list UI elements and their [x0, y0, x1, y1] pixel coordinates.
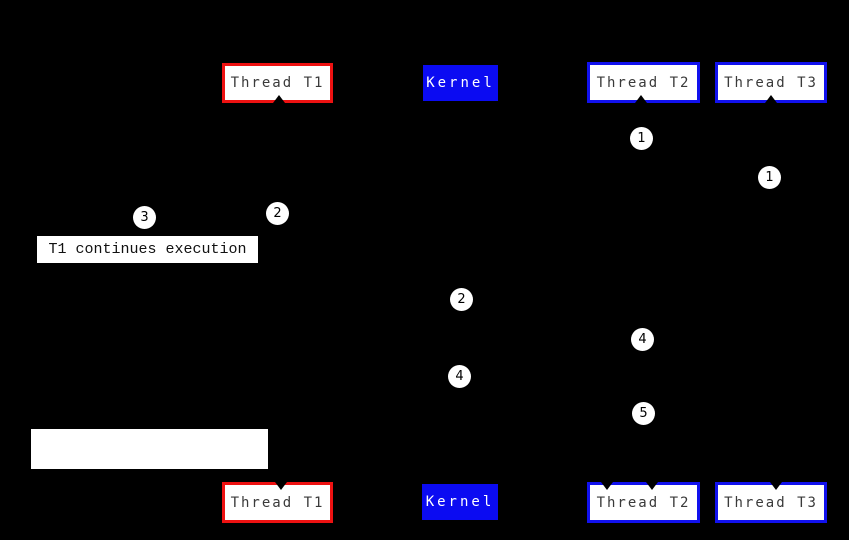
- bottom-kernel-box: Kernel: [422, 484, 498, 520]
- step-marker-1-thread-t3: 1: [758, 166, 781, 189]
- arrowhead-icon: [635, 95, 647, 103]
- arrowhead-icon: [273, 95, 285, 103]
- top-kernel-box: Kernel: [423, 65, 498, 101]
- arrowhead-icon: [275, 482, 287, 490]
- arrowhead-icon: [770, 482, 782, 490]
- step-marker-2-kernel: 2: [450, 288, 473, 311]
- arrowhead-icon: [646, 482, 658, 490]
- t1-continues-label: T1 continues execution: [37, 236, 258, 263]
- step-marker-5-thread-t2: 5: [632, 402, 655, 425]
- step-marker-1-thread-t2: 1: [630, 127, 653, 150]
- step-marker-2-thread-t1: 2: [266, 202, 289, 225]
- arrowhead-icon: [601, 482, 613, 490]
- arrowhead-icon: [765, 95, 777, 103]
- step-marker-4-kernel: 4: [448, 365, 471, 388]
- step-marker-4-thread-t2: 4: [631, 328, 654, 351]
- step-marker-3-thread-t1: 3: [133, 206, 156, 229]
- blank-label-box: [31, 429, 268, 469]
